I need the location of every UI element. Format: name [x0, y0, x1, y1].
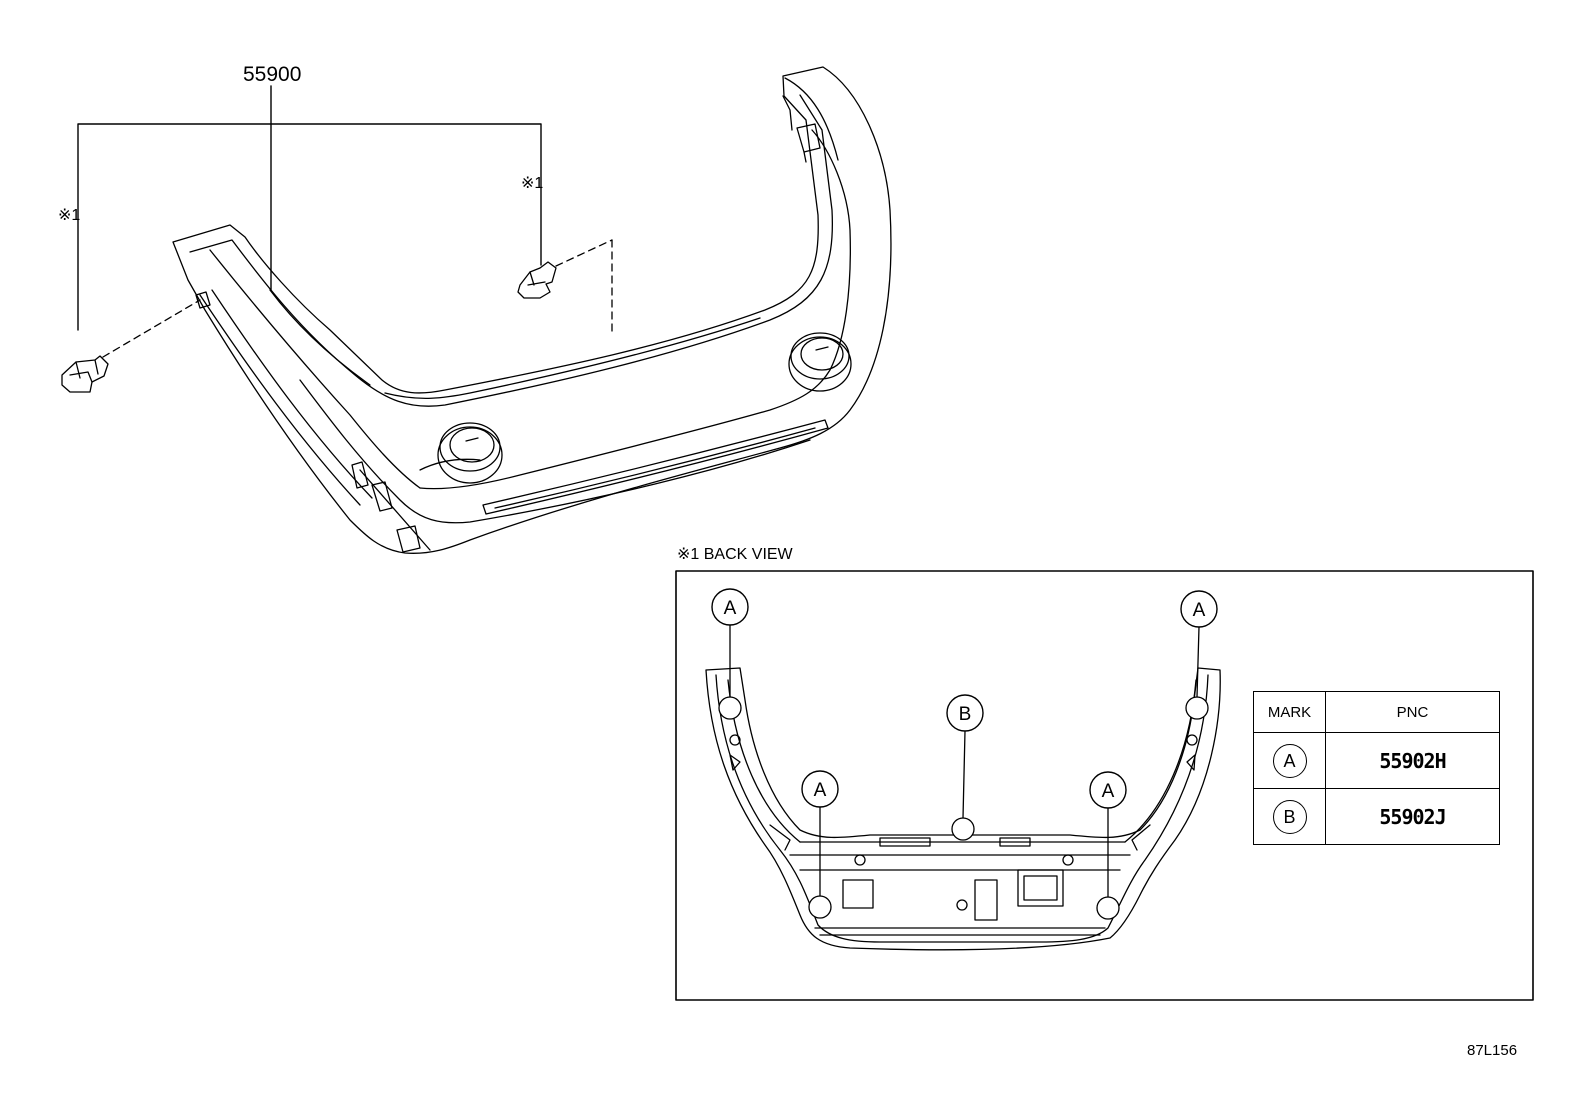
callout-letters: A A B A A [724, 598, 1206, 802]
mark-a-circle: A [1272, 743, 1307, 778]
table-row: A 55902H [1253, 732, 1500, 789]
ref-note-left: ※1 [58, 207, 81, 224]
clip-right [517, 261, 557, 299]
pnc-55902h: 55902H [1379, 748, 1446, 773]
callout-a4: A [1102, 781, 1115, 802]
table-row: B 55902J [1253, 788, 1500, 845]
pnc-cell: 55902J [1325, 788, 1500, 845]
header-pnc: PNC [1325, 691, 1500, 733]
mark-b-circle: B [1272, 799, 1307, 834]
mark-pnc-table: MARK PNC A 55902H B 55902J [1253, 691, 1500, 845]
back-view-frame [675, 570, 1534, 1001]
ref-note-right: ※1 [521, 175, 544, 192]
table-header-row: MARK PNC [1253, 691, 1500, 733]
pnc-cell: 55902H [1325, 732, 1500, 789]
dashed-lines [102, 239, 613, 358]
callout-circles [711, 588, 1218, 809]
callout-a3: A [814, 780, 827, 801]
leader-lines [77, 85, 542, 331]
back-view-panel [705, 667, 1221, 951]
callout-b1: B [959, 704, 972, 725]
mark-cell: B [1253, 788, 1326, 845]
callout-a2: A [1193, 600, 1206, 621]
clip-left [61, 355, 109, 393]
pnc-55902j: 55902J [1379, 804, 1446, 829]
callout-leaders [729, 624, 1200, 898]
callout-a1: A [724, 598, 737, 619]
console-panel [172, 66, 892, 554]
main-part-number: 55900 [243, 63, 302, 86]
figure-id: 87L156 [1467, 1042, 1518, 1059]
back-view-title: ※1 BACK VIEW [677, 546, 793, 563]
header-mark: MARK [1253, 691, 1326, 733]
mark-cell: A [1253, 732, 1326, 789]
